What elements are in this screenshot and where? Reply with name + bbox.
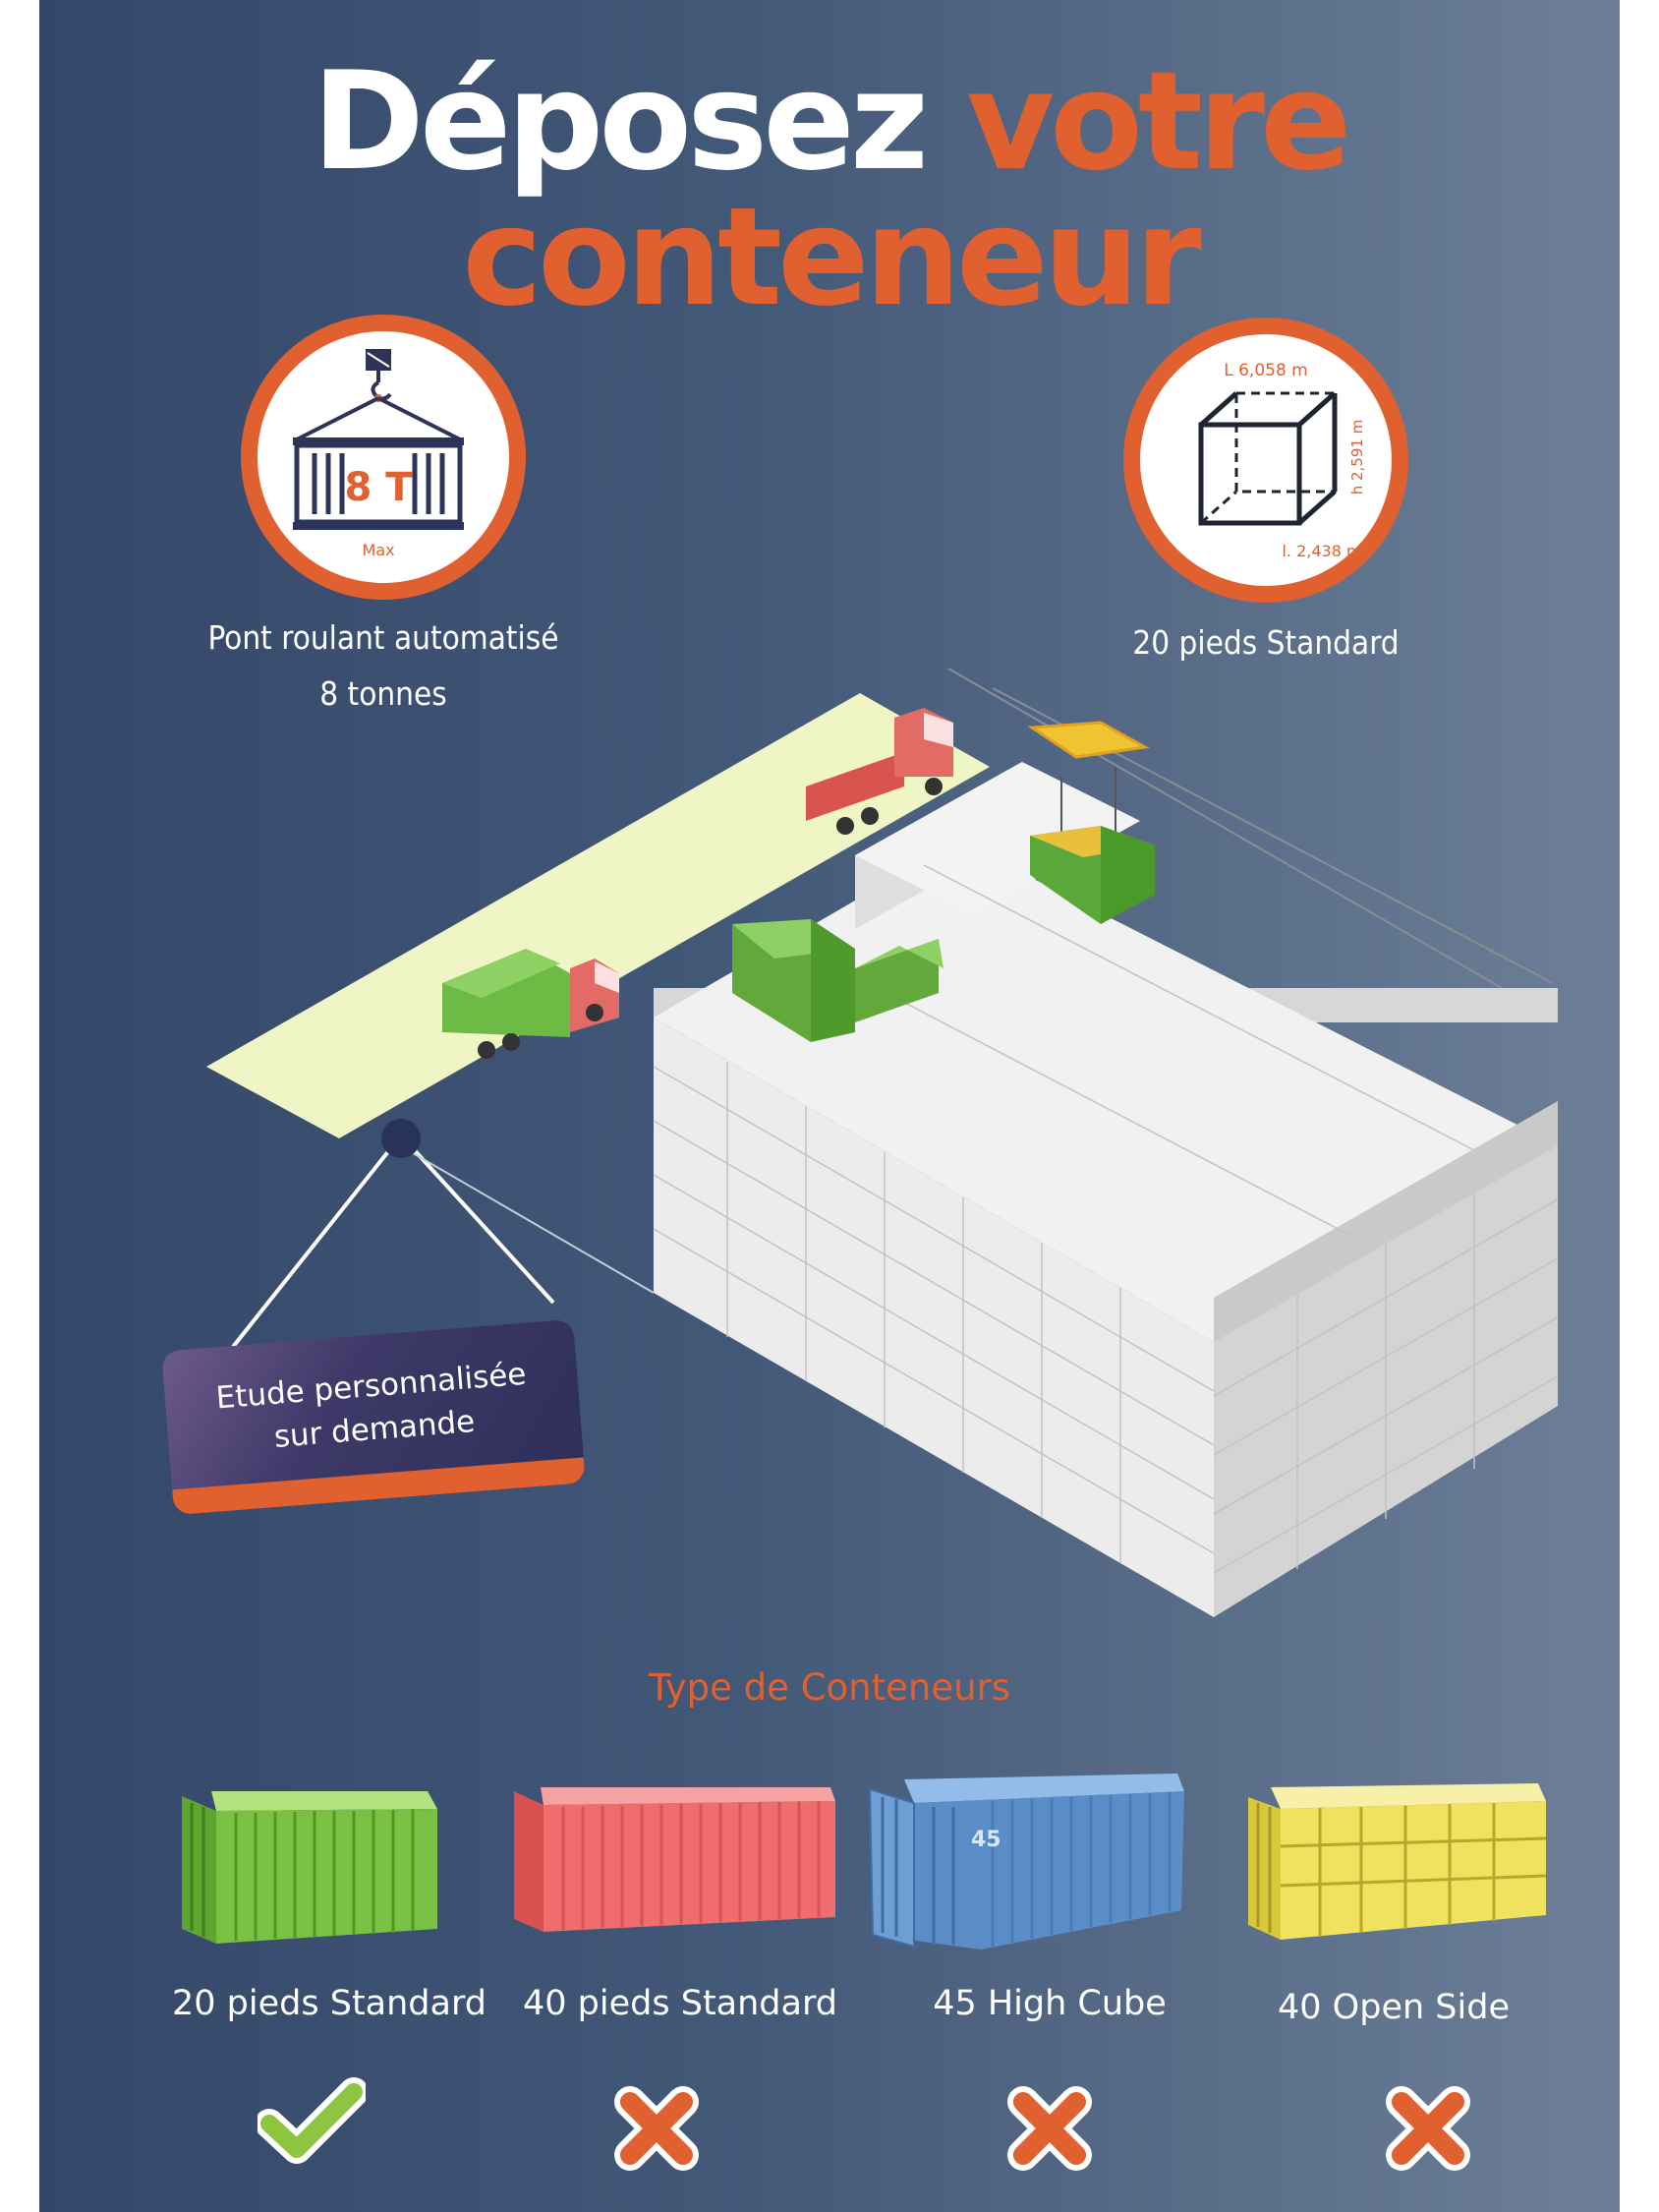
- green-truck: [442, 949, 619, 1059]
- title-part-orange: votre conteneur: [462, 42, 1351, 336]
- weight-sub-label: Max: [362, 541, 394, 559]
- container-45-high-cube: 45: [868, 1774, 1184, 1950]
- sign-wire: [231, 1134, 403, 1349]
- weight-label: 8 T: [344, 465, 413, 510]
- container-types-title: Type de Conteneurs: [648, 1666, 1011, 1709]
- red-truck: [806, 708, 953, 835]
- sign-pointer: [407, 1149, 655, 1294]
- truck-lane: [206, 693, 990, 1138]
- terminal-illustration: [206, 668, 1559, 1617]
- poster: Déposez votre conteneur 8 T Max Pont rou…: [39, 0, 1620, 2212]
- container-20ft-standard: [182, 1791, 437, 1944]
- lifted-container: [1027, 721, 1155, 924]
- container-type-label: 20 pieds Standard: [172, 1984, 486, 2023]
- page-title: Déposez votre conteneur: [39, 54, 1620, 325]
- cross-icon: [614, 2086, 699, 2171]
- container-type-label: 40 Open Side: [1278, 1988, 1510, 2027]
- sign-pivot: [381, 1119, 421, 1158]
- green-container: [855, 939, 944, 1022]
- crane-caption: Pont roulant automatisé 8 tonnes: [187, 610, 580, 722]
- check-icon: [257, 2077, 366, 2164]
- height-label: h 2,591 m: [1348, 420, 1366, 495]
- dimensions-badge: L 6,058 m h 2,591 m l. 2,438 m: [1123, 318, 1408, 603]
- sign-text: Etude personnalisée sur demande: [163, 1349, 582, 1468]
- crane-caption-line1: Pont roulant automatisé: [207, 618, 559, 657]
- crane-container-icon: 8 T Max: [293, 349, 464, 559]
- dimensions-caption: 20 pieds Standard: [1132, 623, 1400, 662]
- cross-icon: [1386, 2086, 1470, 2171]
- sign-wire: [399, 1134, 555, 1305]
- dimensions-cube-icon: L 6,058 m h 2,591 m l. 2,438 m: [1198, 361, 1366, 560]
- container-40-open-side: [1248, 1783, 1547, 1940]
- container-40ft-standard: [514, 1787, 835, 1932]
- crane-caption-line2: 8 tonnes: [319, 674, 447, 713]
- green-container: [732, 919, 855, 1042]
- width-label: l. 2,438 m: [1282, 542, 1361, 560]
- length-label: L 6,058 m: [1224, 361, 1308, 380]
- cross-icon: [1007, 2086, 1092, 2171]
- container-type-label: 40 pieds Standard: [523, 1984, 837, 2023]
- container-type-label: 45 High Cube: [933, 1984, 1167, 2023]
- title-part-white: Déposez: [312, 42, 929, 201]
- container-marking: 45: [971, 1828, 1001, 1852]
- custom-study-sign: Etude personnalisée sur demande: [161, 1318, 586, 1516]
